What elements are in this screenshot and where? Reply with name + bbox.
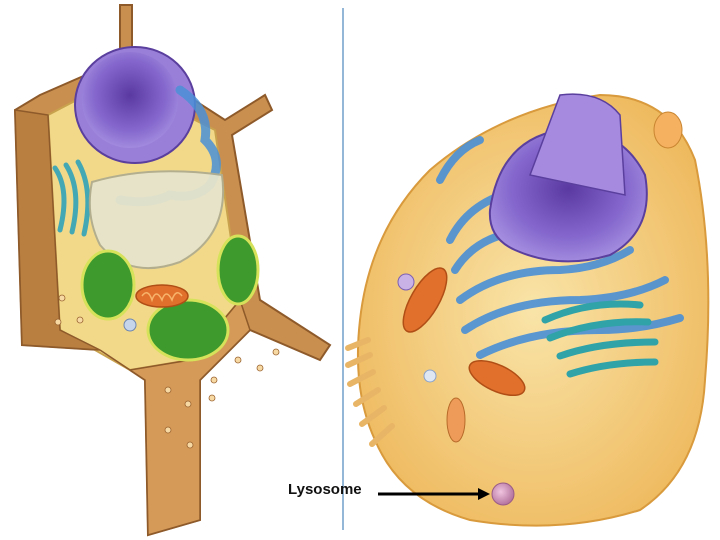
plant-cell <box>13 4 332 537</box>
animal-vesicle <box>397 273 415 291</box>
animal-lysosome <box>491 482 515 506</box>
animal-golgi-apparatus <box>541 300 659 378</box>
mitochondrion <box>468 359 526 397</box>
chloroplast <box>146 298 230 362</box>
mitochondrion <box>402 267 448 333</box>
plant-nucleus <box>82 52 178 148</box>
animal-vesicle <box>423 369 437 383</box>
plant-golgi-apparatus <box>52 159 91 237</box>
lysosome-label: Lysosome <box>288 481 362 498</box>
animal-nucleus-cutaway <box>528 93 626 196</box>
plant-vesicle <box>123 318 137 332</box>
animal-microvilli <box>345 337 395 447</box>
lysosome-arrowhead <box>478 488 490 500</box>
animal-peroxisome <box>653 111 683 149</box>
chloroplast <box>80 249 136 321</box>
animal-cell <box>345 93 710 527</box>
plant-mitochondrion <box>135 284 189 308</box>
lysosome-callout <box>378 488 490 500</box>
plant-chloroplasts <box>80 234 260 362</box>
plant-central-vacuole <box>88 170 224 270</box>
animal-centriole <box>446 397 466 443</box>
plant-wall-left <box>14 109 101 351</box>
plasmodesmata <box>54 294 280 449</box>
chloroplast <box>216 234 260 306</box>
plant-wall-front <box>99 298 251 536</box>
animal-mitochondria <box>402 267 526 397</box>
